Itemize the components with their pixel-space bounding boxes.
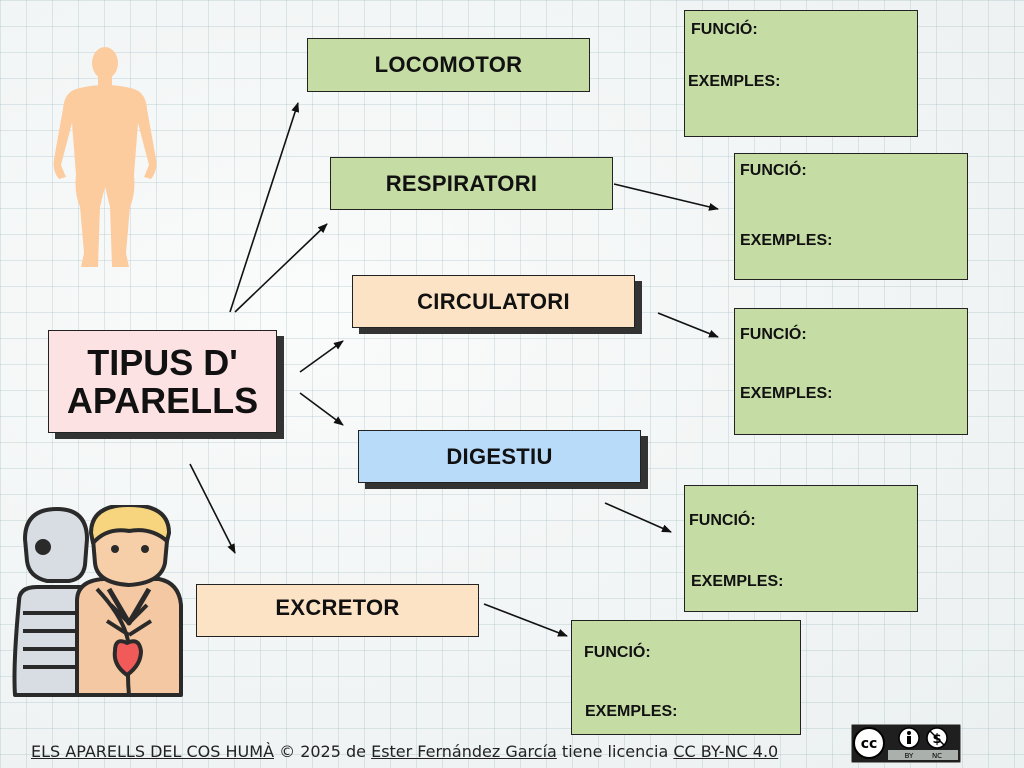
arrow-to-respiratori [234,223,328,313]
copyright-text: © 2025 de [274,742,372,761]
system-label: CIRCULATORI [417,288,570,314]
system-box-excretor: EXCRETOR [196,584,479,637]
info-box-circulatori: FUNCIÓ: EXEMPLES: [734,308,968,435]
author-link[interactable]: Ester Fernández García [371,742,557,761]
info-box-respiratori: FUNCIÓ: EXEMPLES: [734,153,968,280]
exemples-label: EXEMPLES: [691,573,784,590]
system-label: LOCOMOTOR [374,52,523,77]
arrow-digestiu-info [604,502,672,533]
funcio-label: FUNCIÓ: [740,162,807,179]
central-title-line2: APARELLS [66,379,259,421]
funcio-label: FUNCIÓ: [584,644,651,661]
svg-text:cc: cc [861,736,878,752]
info-box-digestiu: FUNCIÓ: EXEMPLES: [684,485,918,612]
arrow-to-digestiu [299,392,344,426]
system-box-locomotor: LOCOMOTOR [307,38,590,92]
central-title-line1: TIPUS D' [87,341,238,383]
svg-text:BY: BY [905,752,914,760]
system-box-circulatori: CIRCULATORI [352,275,635,328]
funcio-label: FUNCIÓ: [740,326,807,343]
info-box-excretor: FUNCIÓ: EXEMPLES: [571,620,801,735]
exemples-label: EXEMPLES: [688,73,781,90]
license-link[interactable]: CC BY-NC 4.0 [673,742,779,761]
funcio-label: FUNCIÓ: [689,512,756,529]
system-label: EXCRETOR [275,595,400,620]
arrow-circulatori-info [657,312,719,338]
funcio-label: FUNCIÓ: [691,21,758,38]
cc-by-nc-icon: cc $ BY NC [852,725,960,762]
arrow-respiratori-info [613,183,719,211]
exemples-label: EXEMPLES: [585,703,678,720]
exemples-label: EXEMPLES: [740,385,833,402]
arrow-to-locomotor [229,102,300,313]
system-label: RESPIRATORI [385,170,538,196]
creative-commons-badge-icon[interactable]: cc $ BY NC [851,724,961,763]
system-box-digestiu: DIGESTIU [358,430,641,483]
arrow-to-circulatori [299,340,344,373]
license-footer: ELS APARELLS DEL COS HUMÀ © 2025 de Este… [31,742,778,761]
skeleton-anatomy-icon [12,505,183,697]
human-silhouette-icon [53,47,157,267]
system-label: DIGESTIU [446,443,553,469]
exemples-label: EXEMPLES: [740,232,833,249]
license-text: tiene licencia [556,742,674,761]
info-box-locomotor: FUNCIÓ: EXEMPLES: [684,10,918,137]
arrow-excretor-info [483,603,568,637]
central-node: TIPUS D' APARELLS [48,330,277,433]
svg-text:NC: NC [932,752,942,760]
svg-text:$: $ [932,732,941,747]
arrow-to-excretor [189,463,236,554]
system-box-respiratori: RESPIRATORI [330,157,613,210]
work-title-link[interactable]: ELS APARELLS DEL COS HUMÀ [31,742,275,761]
